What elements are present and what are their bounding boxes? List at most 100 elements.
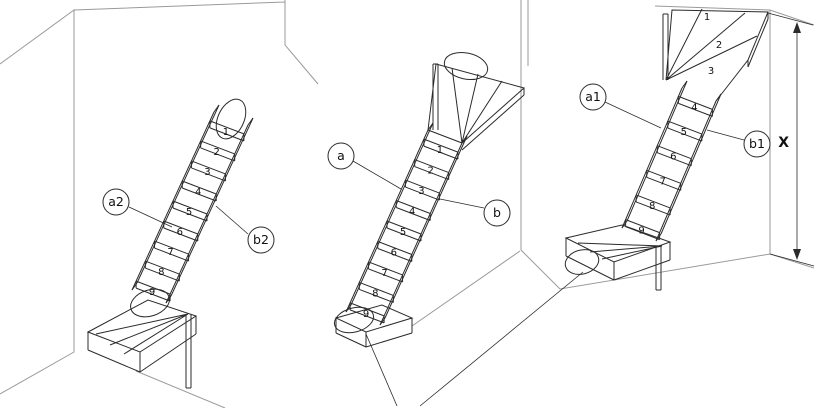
stair-line — [377, 241, 412, 255]
stair-line — [163, 227, 198, 242]
label-circle — [579, 83, 607, 111]
middle-bottom-base — [334, 304, 414, 348]
step-number: 3 — [204, 167, 210, 178]
label-text: a — [337, 148, 345, 163]
step-number: 7 — [660, 176, 666, 187]
stair-line — [368, 261, 403, 276]
stair-line — [154, 247, 189, 262]
label-circle — [743, 130, 771, 158]
step-number: 1 — [223, 127, 229, 138]
label-b1: b1 — [743, 130, 771, 158]
label-text: a2 — [108, 194, 124, 209]
stair-line — [136, 104, 220, 284]
step-number: 6 — [177, 227, 183, 238]
stair-line — [396, 200, 431, 214]
label-text: b — [493, 205, 501, 220]
step-number: 8 — [372, 288, 378, 299]
leader-line — [365, 271, 584, 407]
step-number: 1 — [704, 12, 710, 23]
step-number: 3 — [418, 186, 424, 197]
step-number: 8 — [649, 201, 655, 212]
label-text: a1 — [585, 89, 601, 104]
stair-line — [667, 120, 703, 135]
stair-line — [423, 145, 459, 160]
stair-line — [377, 248, 412, 262]
dimension-arrow-up — [793, 22, 801, 33]
label-a1: a1 — [579, 83, 607, 111]
stair-line — [247, 117, 254, 126]
stair-line — [145, 267, 180, 282]
step-number: 5 — [400, 227, 406, 238]
step-number: 4 — [195, 187, 201, 198]
stair-line — [657, 145, 692, 160]
stair-line — [350, 122, 434, 306]
stair-line — [191, 160, 226, 175]
step-number: 8 — [158, 267, 164, 278]
stair-line — [368, 268, 403, 283]
stair-line — [200, 140, 235, 155]
stair-line — [405, 186, 440, 201]
stair-line — [621, 87, 683, 229]
stair-line — [657, 152, 692, 167]
stair-line — [414, 166, 449, 181]
right-top-winder — [662, 8, 769, 102]
leader-lines — [365, 271, 584, 407]
detail-balloon-middle-top — [443, 51, 489, 81]
middle-top-winder — [427, 63, 526, 151]
step-number: 9 — [638, 226, 644, 237]
stair-line — [621, 220, 628, 229]
step-number: 7 — [381, 268, 387, 279]
label-b: b — [483, 199, 511, 227]
stair-line — [145, 260, 180, 275]
stair-line — [359, 288, 394, 303]
label-text: b1 — [749, 136, 765, 151]
stair-line — [396, 207, 431, 221]
step-number: 6 — [391, 247, 397, 258]
stair-line — [427, 122, 434, 131]
step-number: 4 — [691, 102, 697, 113]
stair-line — [655, 100, 717, 242]
label-b2: b2 — [247, 226, 275, 254]
label-a: a — [327, 142, 355, 170]
stair-line — [625, 219, 660, 234]
stair-line — [678, 102, 713, 117]
step-number: 4 — [409, 207, 415, 218]
stair-line — [359, 281, 394, 296]
stair-line — [678, 95, 713, 110]
left-bottom-winder — [86, 299, 198, 389]
step-number: 2 — [427, 166, 433, 177]
stair-line — [213, 104, 220, 113]
detail-balloon-middle-bottom — [333, 306, 375, 334]
stair-line — [646, 169, 681, 184]
detail-balloon-left-bottom — [130, 288, 170, 318]
label-circle — [247, 226, 275, 254]
label-circle — [102, 188, 130, 216]
step-number: 5 — [681, 127, 687, 138]
stair-line — [209, 127, 245, 142]
stair-line — [635, 194, 671, 209]
dimension-extension-lines — [767, 12, 815, 267]
stair-line — [191, 167, 226, 182]
stair-line — [386, 220, 422, 235]
stair-line — [135, 287, 171, 302]
step-number: 2 — [716, 40, 722, 51]
label-a2: a2 — [102, 188, 130, 216]
stair-line — [423, 138, 459, 153]
label-leader-lines — [128, 101, 745, 235]
stair-line — [646, 176, 681, 191]
label-circle — [483, 199, 511, 227]
stair-line — [154, 240, 189, 255]
right-bottom-winder — [564, 224, 672, 291]
stair-line — [182, 180, 217, 195]
step-number: 1 — [437, 145, 443, 156]
label-text: b2 — [253, 232, 269, 247]
